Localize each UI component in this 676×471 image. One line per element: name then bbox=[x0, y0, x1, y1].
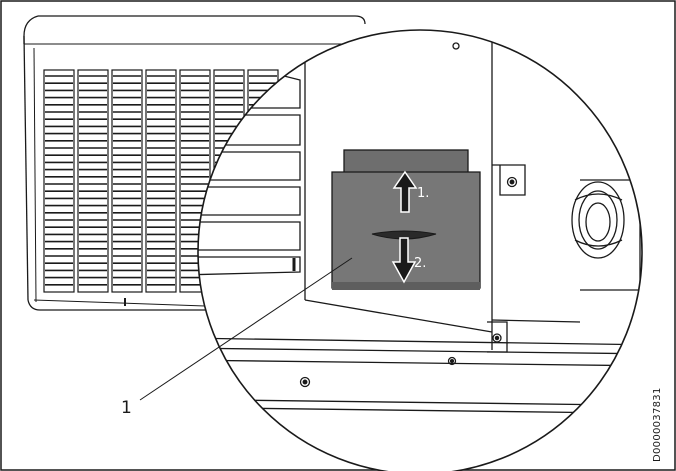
callout-number: 1 bbox=[121, 398, 132, 418]
access-cover bbox=[331, 149, 481, 290]
arrow-down-icon bbox=[391, 237, 417, 284]
step-two-label: 2. bbox=[414, 256, 427, 271]
document-code: D0000037831 bbox=[652, 387, 663, 462]
grille-column bbox=[111, 69, 143, 293]
step-one-label: 1. bbox=[417, 186, 430, 201]
unit-base-frame bbox=[198, 319, 642, 414]
grille-column bbox=[43, 69, 75, 293]
arrow-up-icon bbox=[392, 170, 418, 213]
grille-column bbox=[77, 69, 109, 293]
grille-column bbox=[145, 69, 177, 293]
heat-pump-outdoor-unit bbox=[23, 15, 366, 311]
mounting-bracket bbox=[492, 164, 526, 196]
callout-leader-line bbox=[139, 257, 353, 401]
zoom-circle bbox=[197, 29, 643, 471]
unit-side-panel bbox=[304, 30, 493, 350]
water-connection-fitting bbox=[571, 179, 641, 291]
